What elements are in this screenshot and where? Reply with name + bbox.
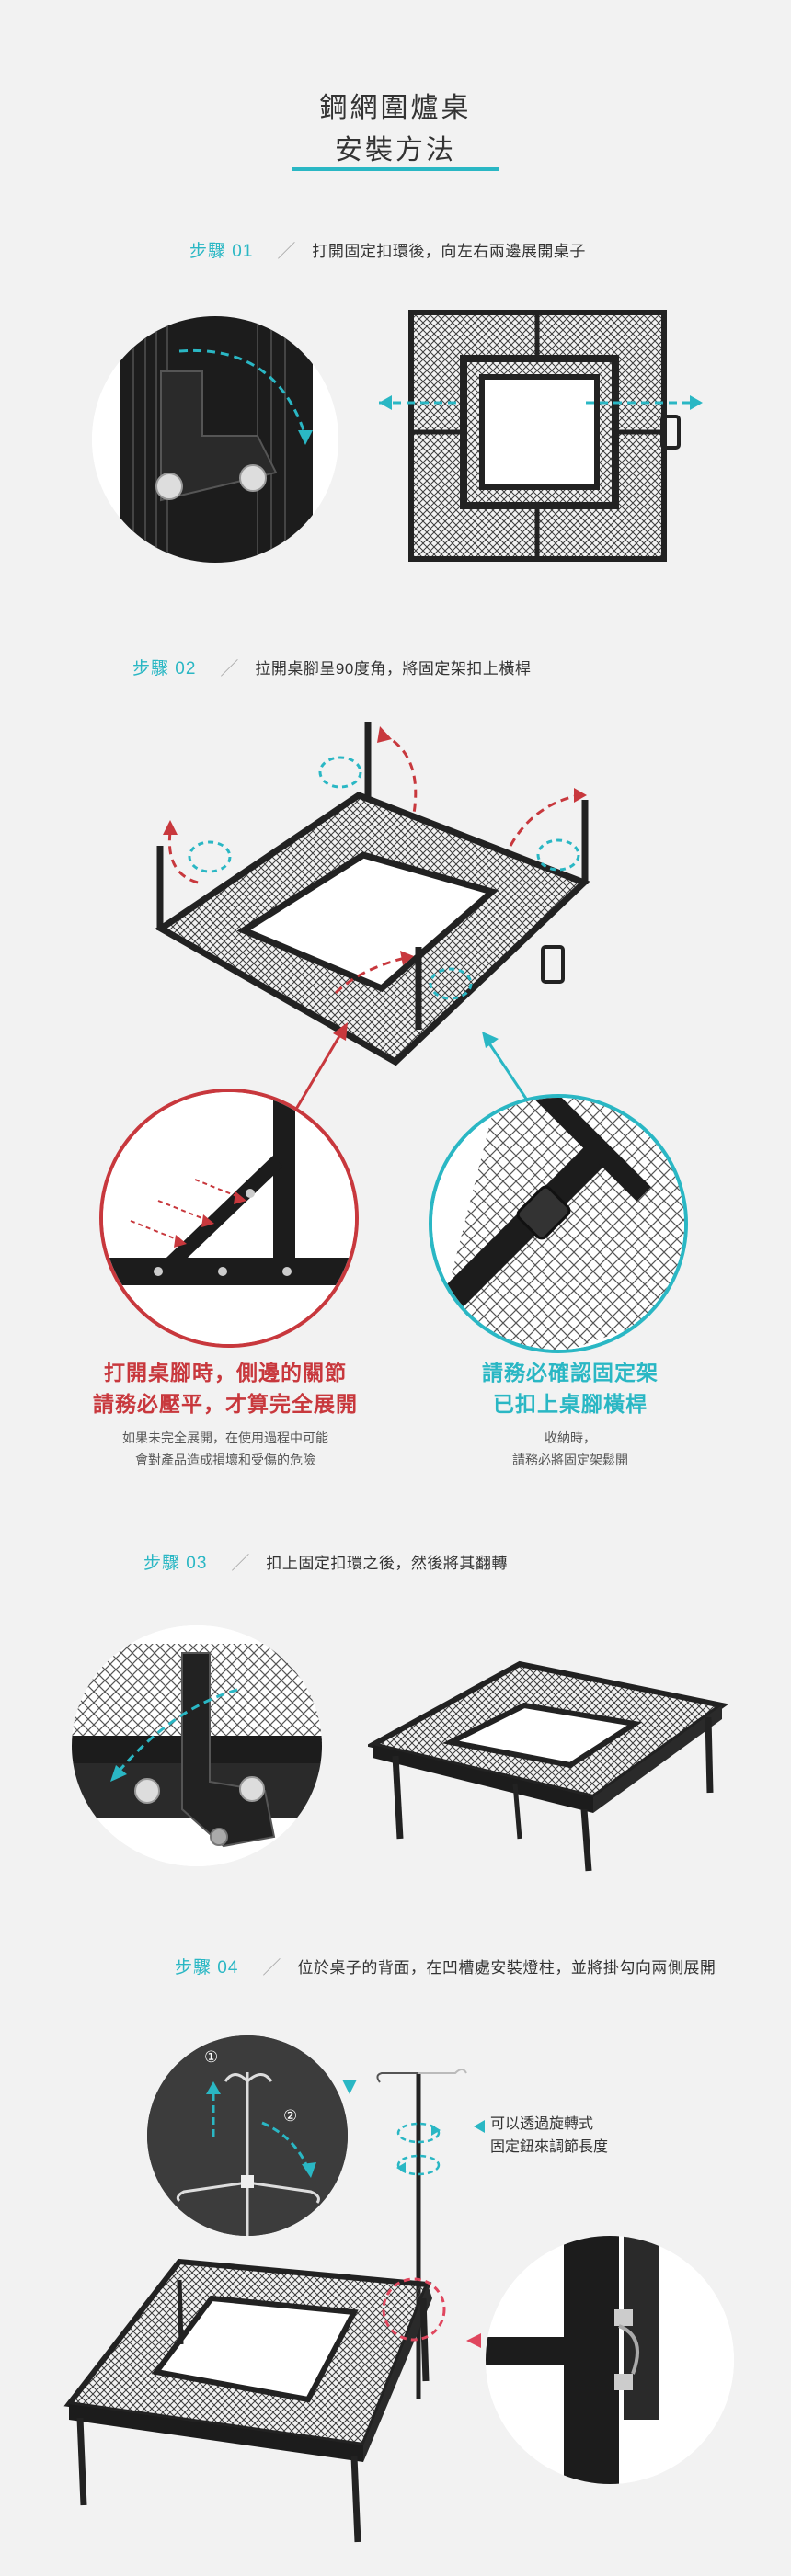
step-divider: ／: [277, 241, 296, 262]
note-pointer-icon: [474, 2120, 485, 2133]
step-03-header: 步驟 03 ／ 扣上固定扣環之後，然後將其翻轉: [143, 1547, 508, 1575]
step-02-warning-note: 如果未完全展開，在使用過程中可能 會對產品造成損壞和受傷的危險: [122, 1430, 328, 1467]
step-02-check-caption: 請務必確認固定架 已扣上桌腳橫桿: [482, 1361, 659, 1416]
step-01-label: 步驟 01: [189, 241, 254, 261]
title-underline: [292, 167, 499, 171]
step-04-table-with-pole: [60, 2243, 446, 2547]
step-03-label: 步驟 03: [143, 1553, 208, 1573]
step-03-standing-table: [368, 1655, 736, 1875]
step-divider: ／: [262, 1957, 281, 1978]
step-04-lamp-pole: [363, 2055, 474, 2399]
step-02-label: 步驟 02: [132, 658, 197, 678]
step-04-hook-closeup: [147, 2035, 348, 2236]
page-title: 鋼網圍爐桌: [319, 93, 472, 123]
step-01-text: 打開固定扣環後，向左右兩邊展開桌子: [312, 242, 586, 260]
step-02-unfolded-table: [147, 717, 607, 1094]
step-04-header: 步驟 04 ／ 位於桌子的背面，在凹槽處安裝燈柱，並將掛勾向兩側展開: [175, 1952, 716, 1979]
step-01-folded-table: [379, 308, 710, 565]
page-subtitle: 安裝方法: [335, 135, 456, 165]
step-04-marker-1: ①: [204, 2048, 219, 2066]
step-03-latch-closeup: [72, 1625, 322, 1866]
step-divider: ／: [220, 658, 239, 679]
step-04-pole-socket-closeup: [486, 2236, 734, 2484]
step-02-warning-caption: 打開桌腳時，側邊的關節 請務必壓平，才算完全展開: [93, 1361, 358, 1416]
step-divider: ／: [231, 1553, 250, 1574]
step-04-marker-2: ②: [283, 2107, 298, 2125]
step-04-length-note: 可以透過旋轉式 固定鈕來調節長度: [490, 2116, 609, 2155]
step-02-joint-closeup: [99, 1089, 359, 1348]
step-02-check-note: 收納時， 請務必將固定架鬆開: [512, 1430, 628, 1467]
step-01-latch-closeup: [92, 316, 338, 563]
step-02-header: 步驟 02 ／ 拉開桌腳呈90度角，將固定架扣上橫桿: [132, 653, 531, 680]
step-02-bracket-closeup: [429, 1094, 688, 1353]
pink-pointer-icon: [466, 2333, 481, 2348]
step-03-text: 扣上固定扣環之後，然後將其翻轉: [266, 1554, 508, 1572]
step-04-label: 步驟 04: [175, 1957, 239, 1978]
pointer-triangle-icon: [342, 2080, 357, 2094]
step-04-text: 位於桌子的背面，在凹槽處安裝燈柱，並將掛勾向兩側展開: [297, 1958, 716, 1977]
step-01-header: 步驟 01 ／ 打開固定扣環後，向左右兩邊展開桌子: [189, 235, 586, 263]
step-02-text: 拉開桌腳呈90度角，將固定架扣上橫桿: [255, 659, 532, 678]
